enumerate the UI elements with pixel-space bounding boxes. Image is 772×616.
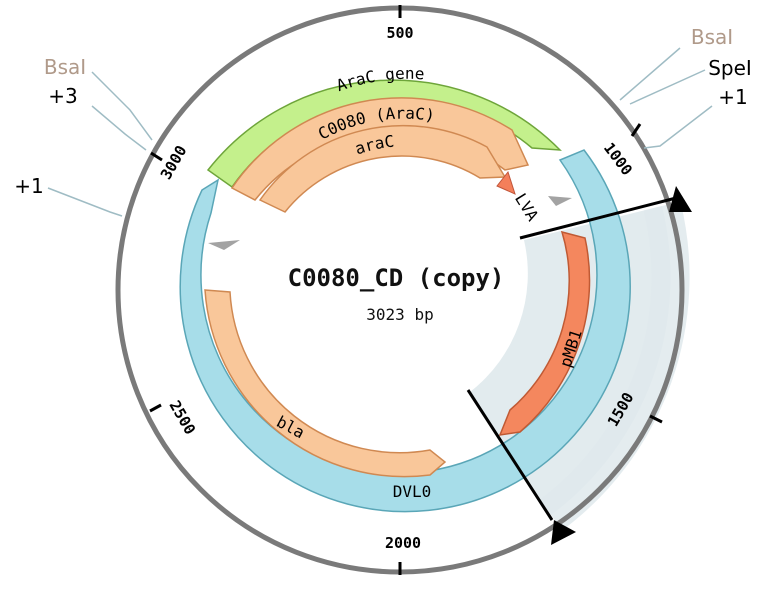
selection-boundary-start[interactable] (519, 196, 677, 240)
selection-end-arrow-icon[interactable] (551, 520, 576, 545)
site-label-plus1-right[interactable]: +1 (718, 85, 747, 109)
tick-label-500: 500 (386, 24, 413, 42)
feature-lva-marker[interactable] (548, 196, 572, 206)
tick-label-1000: 1000 (600, 139, 636, 179)
selection-highlight-outer (539, 201, 690, 531)
feature-pmb1[interactable] (498, 230, 591, 436)
selection-start-arrow-icon[interactable] (669, 186, 692, 212)
site-label-bsai-right[interactable]: BsaI (691, 25, 733, 49)
label-dvl0: DVL0 (393, 482, 432, 501)
plasmid-name: C0080_CD (copy) (288, 264, 505, 292)
selection-boundary-end[interactable] (466, 389, 554, 521)
gray-arrow-left (208, 240, 240, 250)
arrow-marker-red (496, 170, 516, 195)
site-label-bsai-left[interactable]: BsaI (44, 55, 86, 79)
site-leaders (47, 47, 713, 217)
plasmid-length: 3023 bp (366, 305, 433, 324)
tick-1000 (630, 123, 642, 137)
site-label-plus1-left[interactable]: +1 (14, 174, 43, 198)
tick-label-3000: 3000 (157, 142, 191, 182)
tick-3000 (150, 151, 163, 162)
tick-1500 (649, 414, 663, 424)
tick-label-2500: 2500 (166, 397, 200, 437)
feature-arac[interactable] (258, 124, 507, 213)
tick-marks (149, 5, 663, 575)
tick-label-2000: 2000 (385, 534, 421, 552)
tick-2500 (149, 403, 162, 413)
feature-bla[interactable] (204, 289, 447, 478)
site-label-plus3[interactable]: +3 (48, 84, 77, 108)
site-label-spei[interactable]: SpeI (708, 56, 752, 80)
label-lva: LVA (511, 190, 543, 225)
